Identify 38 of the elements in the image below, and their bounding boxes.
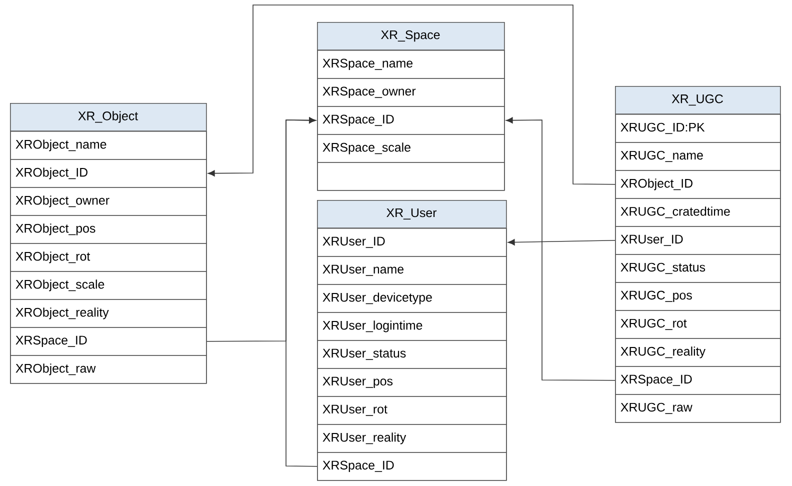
- table-row: XRSpace_ID: [615, 366, 781, 395]
- connector-arrow: [286, 117, 318, 467]
- table-row: XRUGC_cratedtime: [615, 198, 781, 227]
- table-row: XRUser_name: [317, 256, 507, 285]
- table-row: XRUser_devicetype: [317, 284, 507, 313]
- table-row: XRSpace_ID: [317, 106, 505, 135]
- table-row: XRUGC_raw: [615, 394, 781, 423]
- table-row: XRSpace_ID: [317, 452, 507, 481]
- table-row: XRUGC_rot: [615, 310, 781, 339]
- table-row: XRUser_logintime: [317, 312, 507, 341]
- table-row: XRSpace_name: [317, 50, 505, 79]
- table-row: XRUGC_ID:PK: [615, 114, 781, 143]
- table-row: XRUser_rot: [317, 396, 507, 425]
- table-row: XRUser_ID: [615, 226, 781, 255]
- table-row: XRObject_pos: [10, 215, 207, 244]
- table-row: XRSpace_scale: [317, 134, 505, 163]
- table-row: XRObject_owner: [10, 187, 207, 216]
- table-row: XRUser_status: [317, 340, 507, 369]
- connector-arrow: [506, 117, 616, 381]
- empty-row: [317, 162, 505, 191]
- table-row: XRObject_rot: [10, 243, 207, 272]
- table-row: XRUGC_reality: [615, 338, 781, 367]
- connector-arrow: [208, 4, 616, 185]
- table-row: XRSpace_owner: [317, 78, 505, 107]
- table-row: XRObject_scale: [10, 271, 207, 300]
- table-row: XRObject_raw: [10, 355, 207, 384]
- table-row: XRUser_pos: [317, 368, 507, 397]
- table-row: XRObject_reality: [10, 299, 207, 328]
- table-row: XRUser_ID: [317, 228, 507, 257]
- table-row: XRUGC_pos: [615, 282, 781, 311]
- connector-arrow: [508, 239, 616, 246]
- table-row: XRUGC_name: [615, 142, 781, 171]
- table-row: XRSpace_ID: [10, 327, 207, 356]
- table-row: XRObject_ID: [10, 159, 207, 188]
- table-row: XRObject_ID: [615, 170, 781, 199]
- table-row: XRUser_reality: [317, 424, 507, 453]
- table-row: XRObject_name: [10, 131, 207, 160]
- table-row: XRUGC_status: [615, 254, 781, 283]
